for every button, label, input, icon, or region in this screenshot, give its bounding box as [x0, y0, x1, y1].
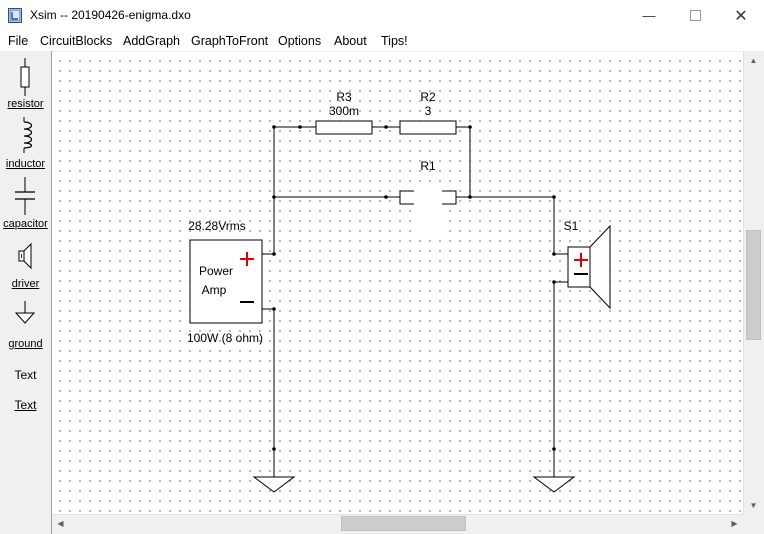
- scroll-up-button[interactable]: ▲: [745, 52, 762, 69]
- speaker-s1[interactable]: [567, 224, 611, 310]
- palette-text-underlined[interactable]: Text: [14, 398, 37, 412]
- arrow-right-icon: ▶: [731, 519, 738, 528]
- vertical-scrollbar[interactable]: ▲ ▼: [743, 52, 763, 514]
- ground-symbol[interactable]: [252, 476, 296, 493]
- amp-voltage: 28.28Vrms: [188, 219, 246, 233]
- resistor-r3[interactable]: [315, 120, 373, 135]
- scroll-down-button[interactable]: ▼: [745, 497, 762, 514]
- minimize-icon: —: [642, 8, 656, 23]
- inductor-icon: [23, 117, 33, 153]
- menu-graphtofront[interactable]: GraphToFront: [191, 34, 269, 48]
- speaker-name: S1: [564, 219, 579, 233]
- driver-icon: [18, 242, 32, 270]
- menu-bar: File CircuitBlocks AddGraph GraphToFront…: [0, 31, 764, 51]
- amp-rating: 100W (8 ohm): [187, 331, 263, 345]
- minimize-button[interactable]: —: [626, 0, 672, 31]
- schematic-canvas[interactable]: R3 300m R2 3 R1 28.28Vrms Power Amp 100W…: [52, 52, 743, 514]
- ground-symbol[interactable]: [532, 476, 576, 493]
- r3-name: R3: [336, 90, 352, 104]
- palette-text-plain[interactable]: Text: [14, 368, 37, 382]
- maximize-icon: [689, 10, 701, 21]
- palette-label-capacitor: capacitor: [3, 218, 48, 230]
- palette-label-resistor: resistor: [7, 98, 44, 110]
- vertical-scroll-thumb[interactable]: [746, 230, 761, 340]
- arrow-up-icon: ▲: [749, 56, 758, 65]
- amp-label-line2: Amp: [202, 283, 227, 297]
- r2-value: 3: [425, 104, 432, 118]
- palette-label-ground: ground: [8, 338, 43, 350]
- arrow-down-icon: ▼: [749, 501, 758, 510]
- menu-tips[interactable]: Tips!: [381, 34, 408, 48]
- window-title: Xsim -- 20190426-enigma.dxo: [30, 8, 191, 22]
- power-amp-block[interactable]: [189, 239, 263, 324]
- menu-about[interactable]: About: [334, 34, 367, 48]
- r2-name: R2: [420, 90, 436, 104]
- menu-file[interactable]: File: [8, 34, 29, 48]
- r3-value: 300m: [329, 104, 359, 118]
- palette-label-driver: driver: [11, 278, 40, 290]
- app-icon: [8, 8, 22, 23]
- close-icon: ✕: [734, 7, 748, 25]
- menu-options[interactable]: Options: [278, 34, 322, 48]
- amp-label-line1: Power: [199, 264, 233, 278]
- ground-icon: [14, 301, 36, 324]
- horizontal-scroll-thumb[interactable]: [341, 516, 466, 531]
- title-bar: Xsim -- 20190426-enigma.dxo — ✕: [0, 0, 764, 31]
- schematic-drawing: R3 300m R2 3 R1 28.28Vrms Power Amp 100W…: [187, 90, 611, 493]
- maximize-button[interactable]: [672, 0, 718, 31]
- component-palette: resistor inductor capacitor driver g: [0, 51, 52, 534]
- amp-plus-icon: [240, 252, 254, 266]
- palette-label-inductor: inductor: [5, 158, 46, 170]
- scroll-right-button[interactable]: ▶: [726, 515, 743, 532]
- speaker-plus-icon: [574, 253, 588, 267]
- horizontal-scrollbar[interactable]: ◀ ▶: [52, 514, 743, 532]
- close-button[interactable]: ✕: [718, 0, 764, 31]
- connection-dots: [272, 125, 556, 451]
- resistor-icon: [20, 58, 30, 96]
- r1-name: R1: [420, 159, 436, 173]
- arrow-left-icon: ◀: [57, 519, 64, 528]
- scrollbar-corner: [743, 514, 763, 531]
- menu-addgraph[interactable]: AddGraph: [123, 34, 180, 48]
- menu-circuitblocks[interactable]: CircuitBlocks: [40, 34, 113, 48]
- scroll-left-button[interactable]: ◀: [52, 515, 69, 532]
- resistor-r2[interactable]: [399, 120, 457, 135]
- capacitor-icon: [15, 177, 35, 215]
